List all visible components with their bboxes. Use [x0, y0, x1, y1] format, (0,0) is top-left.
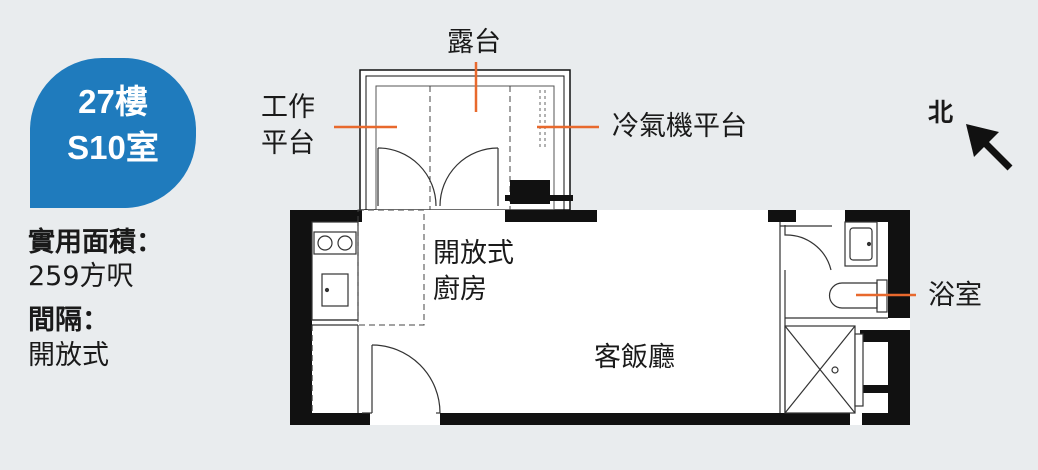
balcony-double-door — [377, 147, 499, 207]
unit-badge: 27樓 S10室 — [30, 58, 196, 208]
unit-floor: 27樓 — [78, 83, 148, 120]
bathroom-partition — [779, 221, 888, 414]
area-label: 實用面積： — [28, 227, 163, 258]
north-arrow-icon — [966, 124, 1013, 171]
label-work-platform-1: 工作 — [261, 92, 315, 123]
label-work-platform-2: 平台 — [261, 128, 315, 159]
layout-value: 開放式 — [28, 340, 109, 371]
walls — [290, 210, 910, 425]
label-balcony: 露台 — [447, 27, 501, 58]
label-bathroom: 浴室 — [928, 280, 982, 311]
label-living: 客飯廳 — [594, 342, 675, 373]
layout-label: 間隔： — [28, 305, 109, 336]
entrance-door — [362, 344, 441, 414]
ac-ledge — [505, 195, 573, 201]
area-value: 259方呎 — [28, 261, 134, 292]
north-label: 北 — [928, 98, 954, 127]
kitchen-cabinet-outline — [357, 209, 425, 326]
unit-room: S10室 — [67, 129, 159, 166]
label-kitchen-2: 廚房 — [433, 274, 487, 305]
leader-lines — [334, 62, 916, 297]
label-ac-platform: 冷氣機平台 — [612, 111, 747, 142]
label-kitchen-1: 開放式 — [433, 238, 514, 269]
